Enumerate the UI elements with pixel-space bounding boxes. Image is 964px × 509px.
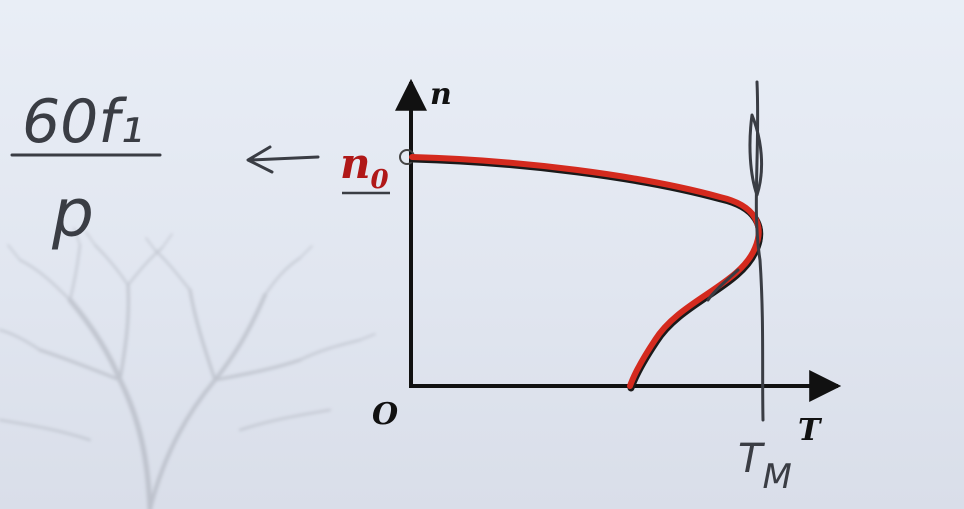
n0-label-main: n xyxy=(340,139,371,188)
handwritten-arrow-left xyxy=(246,145,320,174)
svg-text:TM: TM xyxy=(738,436,792,497)
handwritten-formula: 60f₁ p xyxy=(10,87,162,252)
y-axis-label: n xyxy=(430,77,452,112)
background-tree-decoration xyxy=(0,227,376,509)
tm-label-main: T xyxy=(738,436,766,482)
handwritten-tm-loop xyxy=(748,113,764,197)
handwritten-tm-label: TM xyxy=(738,436,792,497)
characteristic-curve xyxy=(409,154,762,389)
tm-label-subscript: M xyxy=(762,457,791,497)
x-axis-label: T xyxy=(798,413,823,448)
handwritten-tm-vertical-line xyxy=(754,80,765,422)
formula-numerator: 60f₁ xyxy=(22,87,144,157)
n0-label-subscript: 0 xyxy=(371,165,389,195)
formula-denominator: p xyxy=(51,175,94,252)
svg-text:n0: n0 xyxy=(340,139,389,195)
handwritten-curve-tick xyxy=(706,268,740,302)
origin-label: O xyxy=(372,397,398,432)
n0-label: n0 xyxy=(340,139,390,195)
